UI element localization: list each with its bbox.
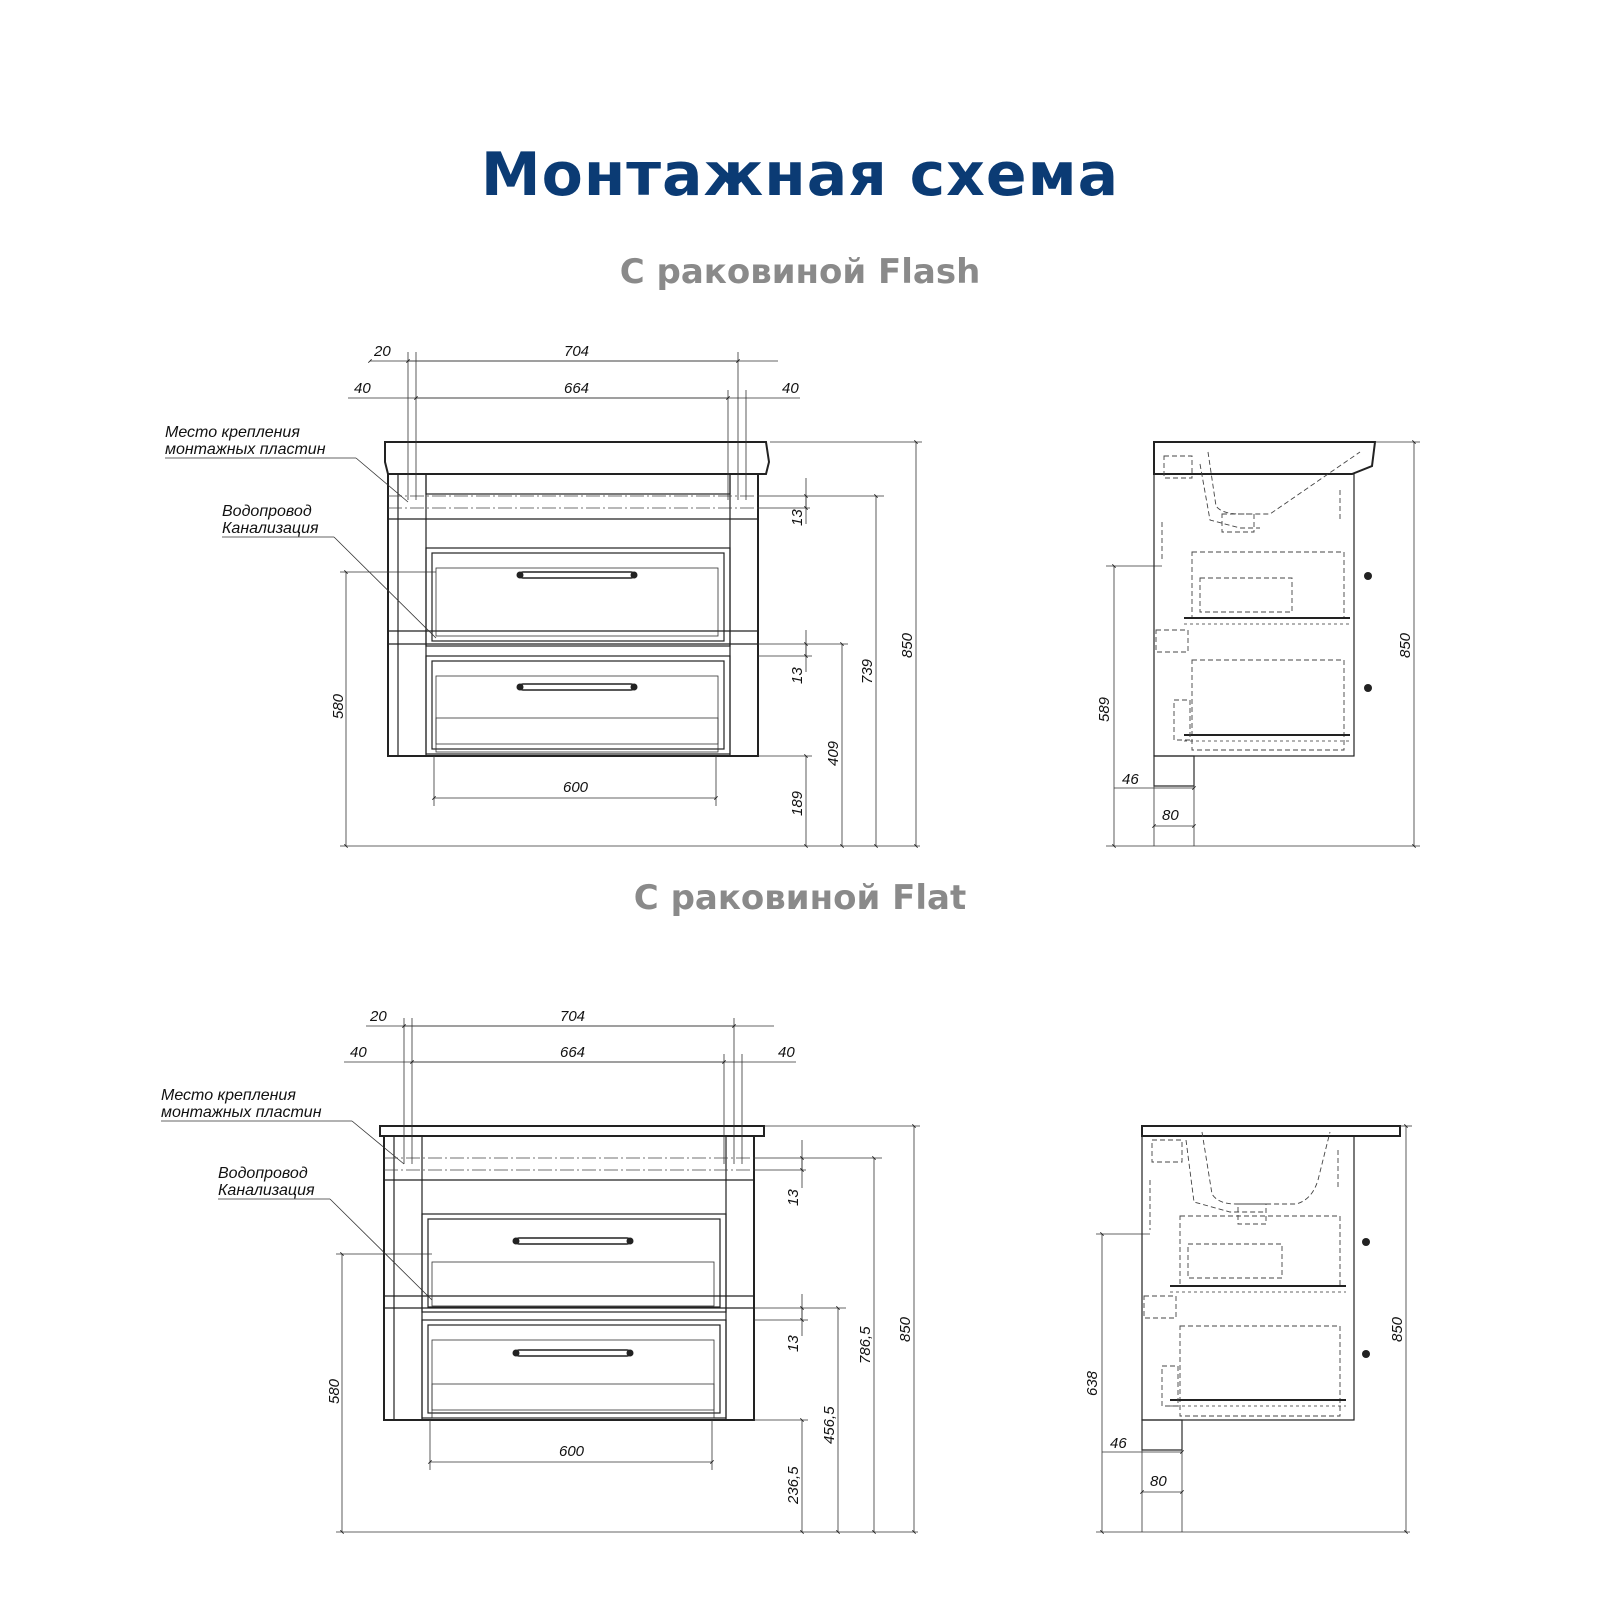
section-title-flat: С раковиной Flat	[633, 878, 967, 918]
note-mount-line1: Место крепления	[165, 424, 300, 441]
side-dim-46: 46	[1122, 771, 1139, 788]
flat-note-mount-line1: Место крепления	[161, 1087, 296, 1104]
flat-side-dim-638: 638	[1084, 1370, 1101, 1396]
dim-704: 704	[564, 343, 589, 360]
flat-dim-13-top: 13	[785, 1189, 802, 1206]
note-pipe-line2: Канализация	[222, 520, 319, 537]
dim-13-top: 13	[789, 509, 806, 526]
dim-20: 20	[373, 343, 391, 360]
flat-side-dim-46: 46	[1110, 1435, 1127, 1452]
dim-664: 664	[564, 380, 589, 397]
flat-dim-786-5: 786,5	[857, 1326, 874, 1364]
dimensions-front-flash: 20 704 40 664 40 600 580 850 739 13	[165, 343, 922, 848]
flat-dim-850: 850	[897, 1316, 914, 1342]
dim-13-bottom: 13	[789, 667, 806, 684]
flat-note-pipe-line2: Канализация	[218, 1182, 315, 1199]
dim-580: 580	[330, 693, 347, 719]
flat-dim-580: 580	[326, 1378, 343, 1404]
flat-side-dim-850: 850	[1389, 1316, 1406, 1342]
dim-409: 409	[825, 740, 842, 766]
dimensions-front-flat: 20 704 40 664 40 600 580 850 786,5 13 13…	[161, 1008, 920, 1534]
dimensions-side-flat: 638 850 46 80	[1084, 1124, 1412, 1534]
flat-dim-664: 664	[560, 1044, 585, 1061]
dim-40-right: 40	[782, 380, 799, 397]
flat-side-dim-80: 80	[1150, 1473, 1167, 1490]
flat-dim-40-left: 40	[350, 1044, 367, 1061]
flat-dim-600: 600	[559, 1443, 585, 1460]
flat-dim-236-5: 236,5	[785, 1466, 802, 1505]
page-title: Монтажная схема	[480, 140, 1120, 210]
flat-dim-704: 704	[560, 1008, 585, 1025]
side-view-flat	[1141, 1125, 1401, 1451]
note-pipe-line1: Водопровод	[222, 503, 312, 520]
front-view-flat	[379, 1125, 765, 1421]
dimensions-side-flash: 589 850 46 80	[1096, 440, 1420, 848]
side-view-flash	[1153, 441, 1377, 787]
dim-600: 600	[563, 779, 589, 796]
side-dim-850: 850	[1397, 632, 1414, 658]
dim-40-left: 40	[354, 380, 371, 397]
note-mount-line2: монтажных пластин	[165, 441, 326, 458]
side-dim-80: 80	[1162, 807, 1179, 824]
flat-dim-40-right: 40	[778, 1044, 795, 1061]
flat-dim-13-bottom: 13	[785, 1335, 802, 1352]
flat-dim-456-5: 456,5	[821, 1406, 838, 1444]
section-title-flash: С раковиной Flash	[619, 252, 981, 292]
flat-note-mount-line2: монтажных пластин	[161, 1104, 322, 1121]
dim-739: 739	[859, 658, 876, 684]
dim-850: 850	[899, 632, 916, 658]
flat-note-pipe-line1: Водопровод	[218, 1165, 308, 1182]
dim-189: 189	[789, 790, 806, 816]
side-dim-589: 589	[1096, 696, 1113, 722]
flat-dim-20: 20	[369, 1008, 387, 1025]
front-view-flash	[384, 441, 771, 757]
